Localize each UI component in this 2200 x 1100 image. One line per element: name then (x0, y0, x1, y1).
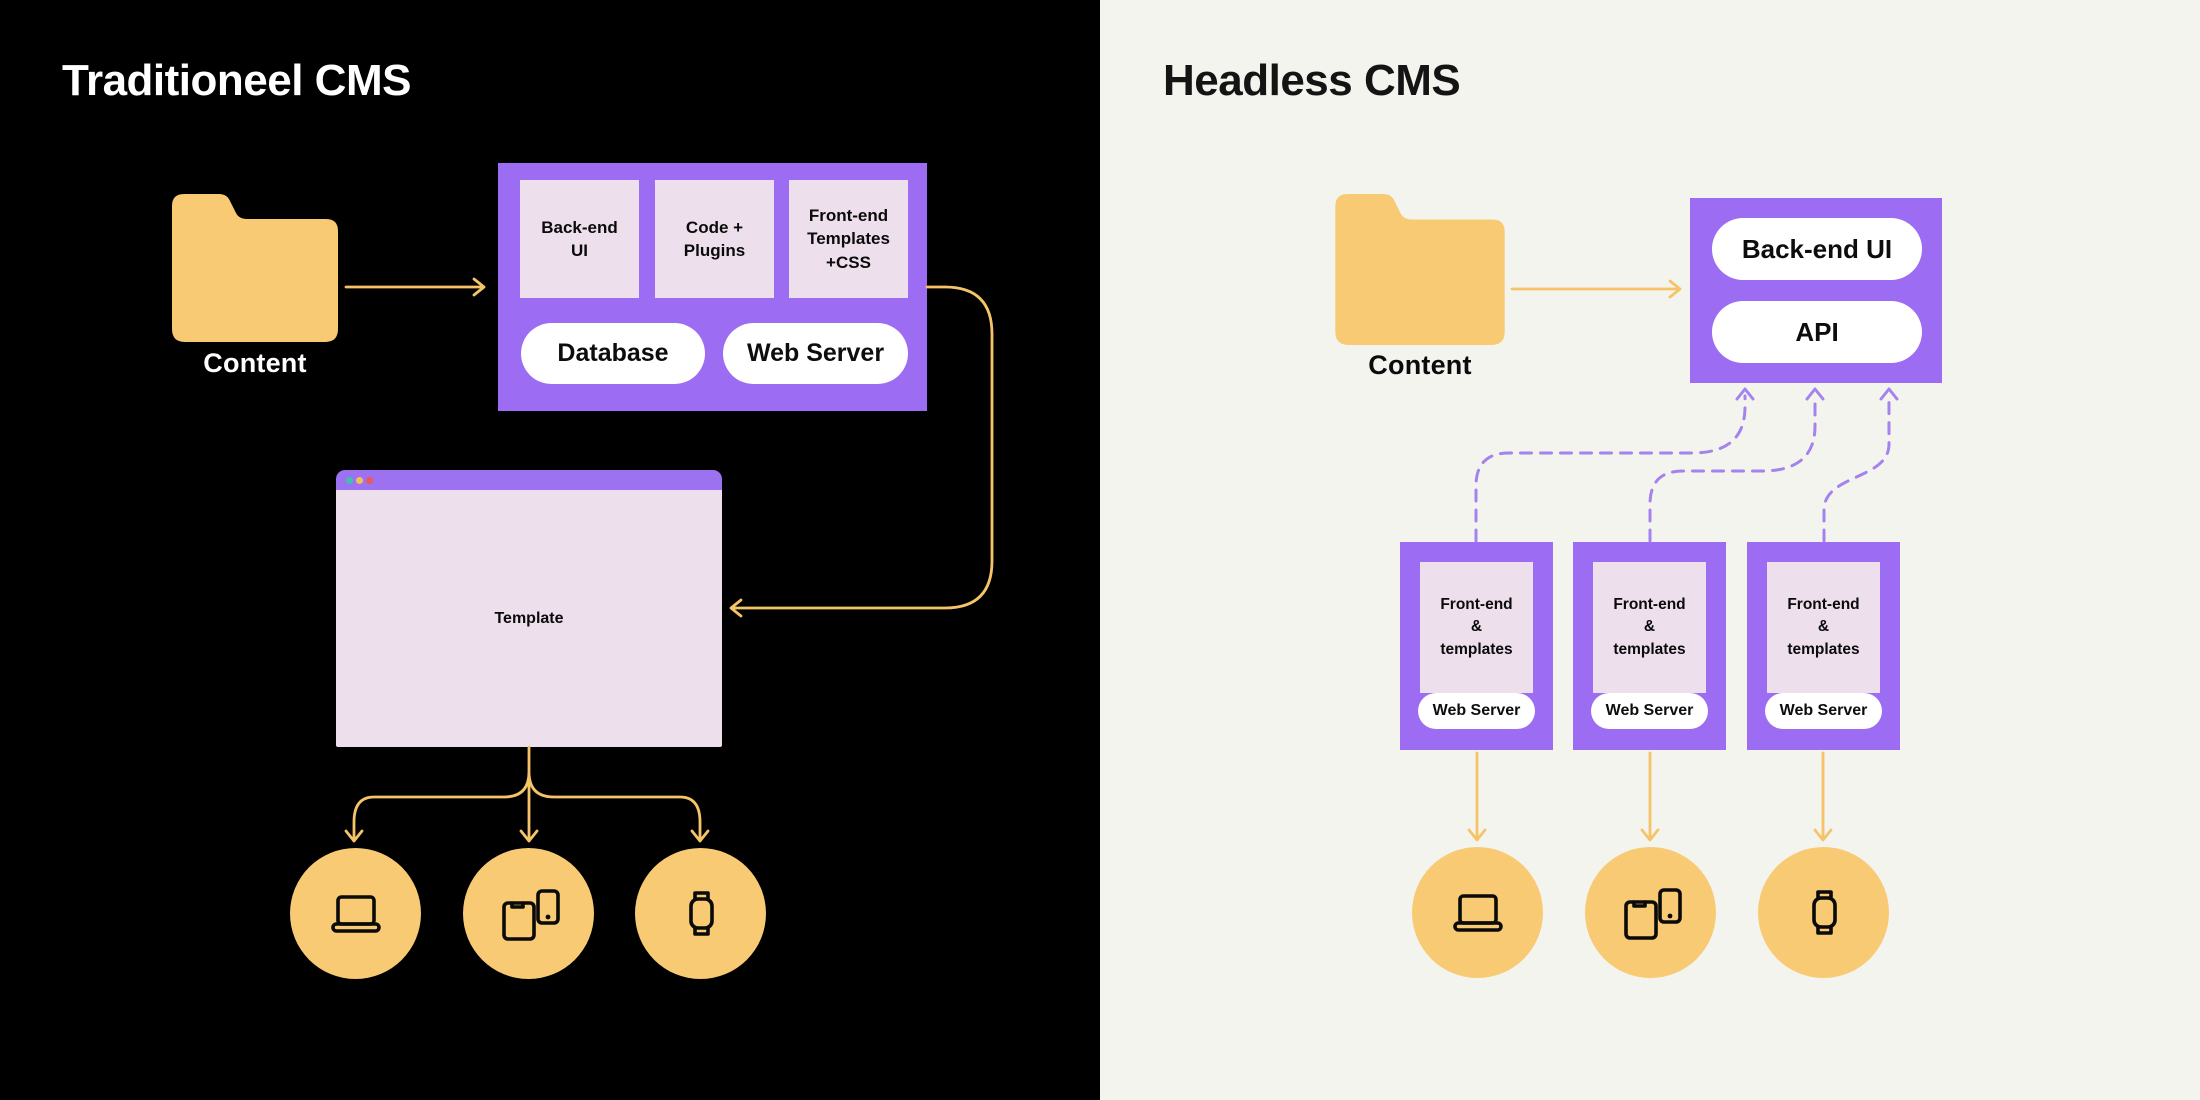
tablet-phone-icon (1623, 887, 1682, 940)
device-circle-tablet-phone (463, 848, 594, 979)
template-area: Template (336, 490, 722, 747)
web-server-pill-3: Web Server (1765, 693, 1882, 729)
content-folder-left: Content (172, 192, 338, 378)
backend-ui-cell: Back-end UI (520, 180, 639, 298)
fe2-line1: Front-end (1613, 595, 1686, 613)
fe1-line1: Front-end (1440, 595, 1513, 613)
fe1-line2: & (1470, 618, 1483, 636)
fe1-line3: templates (1440, 640, 1513, 658)
content-folder-right: Content (1335, 192, 1505, 380)
frontend-cell-3: Front-end & templates (1767, 562, 1880, 693)
frontend-box-3: Front-end & templates Web Server (1747, 542, 1900, 750)
api-box: Back-end UI API (1690, 198, 1942, 383)
fe3-line1: Front-end (1787, 595, 1860, 613)
laptop-icon (330, 894, 381, 933)
folder-icon (172, 194, 338, 342)
web-server-pill-1: Web Server (1418, 693, 1535, 729)
smartwatch-icon (688, 890, 714, 936)
frontend-cell-1: Front-end & templates (1420, 562, 1533, 693)
code-plugins-line2: Plugins (683, 241, 746, 260)
code-plugins-cell: Code + Plugins (655, 180, 774, 298)
laptop-icon (1452, 893, 1503, 932)
frontend-box-1: Front-end & templates Web Server (1400, 542, 1553, 750)
window-dot-yellow-icon (356, 476, 363, 484)
backend-ui-line2: UI (571, 241, 588, 260)
device-circle-laptop (1412, 847, 1543, 978)
tablet-phone-icon (501, 888, 560, 941)
window-dot-red-icon (366, 476, 373, 484)
fe3-line2: & (1817, 618, 1830, 636)
frontend-templates-line2: Templates (807, 229, 890, 249)
headless-cms-panel: Headless CMS Content Back-end UI API Fro… (1100, 0, 2200, 1100)
fe2-line3: templates (1613, 640, 1686, 658)
api-pill: API (1712, 301, 1922, 363)
smartwatch-icon (1811, 889, 1837, 935)
backend-ui-line1: Back-end (541, 217, 618, 237)
device-circle-smartwatch (1758, 847, 1889, 978)
frontend-templates-line1: Front-end (808, 205, 889, 225)
device-circle-laptop (290, 848, 421, 979)
content-folder-label: Content (1368, 350, 1472, 380)
traditional-cms-panel: Traditioneel CMS Content Back-end UI Cod… (0, 0, 1100, 1100)
web-server-pill: Web Server (723, 323, 908, 384)
window-dot-green-icon (346, 476, 353, 484)
content-folder-label: Content (203, 348, 307, 378)
backend-ui-pill: Back-end UI (1712, 218, 1922, 280)
fe3-line3: templates (1787, 640, 1860, 658)
browser-title-bar (336, 470, 722, 490)
web-server-pill-2: Web Server (1591, 693, 1708, 729)
code-plugins-line1: Code + (685, 217, 744, 237)
device-circle-smartwatch (635, 848, 766, 979)
fe2-line2: & (1643, 618, 1656, 636)
device-circle-tablet-phone (1585, 847, 1716, 978)
database-pill: Database (521, 323, 705, 384)
frontend-cell-2: Front-end & templates (1593, 562, 1706, 693)
folder-icon (1335, 194, 1505, 345)
frontend-templates-cell: Front-end Templates +CSS (789, 180, 908, 298)
template-label: Template (494, 609, 564, 627)
browser-window: Template (336, 470, 722, 747)
frontend-templates-line3: +CSS (826, 252, 871, 272)
frontend-box-2: Front-end & templates Web Server (1573, 542, 1726, 750)
headless-cms-title: Headless CMS (1163, 56, 1461, 105)
traditional-cms-title: Traditioneel CMS (62, 56, 411, 105)
cms-stack-box: Back-end UI Code + Plugins Front-end Tem… (498, 163, 927, 411)
